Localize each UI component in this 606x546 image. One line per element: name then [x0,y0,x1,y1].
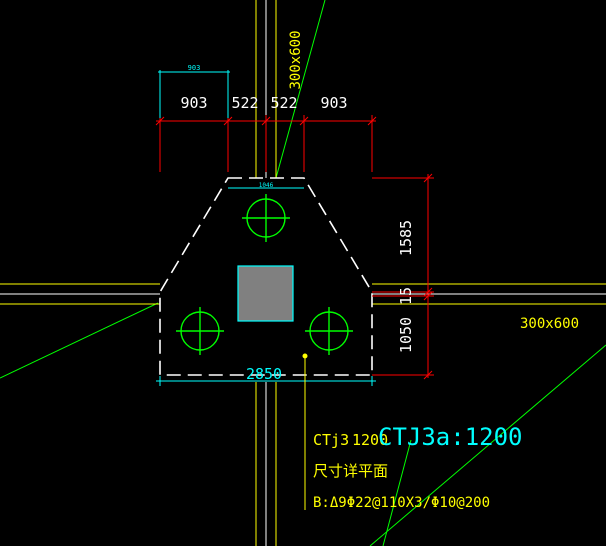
diagonal-line-right [369,344,606,546]
annotation-rebar: B:Δ9Φ22@110X3/Φ10@200 [313,495,490,511]
dim-right-1: 1585 [397,220,415,256]
vertical-beam [255,0,277,546]
dim-right-3: 1050 [397,317,415,353]
annotation-code-prefix: CTj3 [313,431,349,449]
diagonal-line-left [0,302,159,379]
annotation-leader [302,353,308,510]
column [237,265,294,322]
top-dimension-chain [155,115,377,172]
dim-top-small: 903 [188,64,201,72]
right-dimension-chain [372,173,434,380]
pile-cap-outline [159,177,373,376]
dim-bottom: 2850 [246,365,282,383]
annotation-subtitle: 尺寸详平面 [313,462,388,480]
right-dimension-labels: 1585 15 1050 [397,220,415,353]
top-small-dimension [158,70,230,118]
dim-right-2: 15 [397,287,415,305]
dim-top-edge: 1046 [259,182,274,189]
dim-top-4: 903 [320,94,347,112]
beam-label-vertical: 300x600 [288,30,304,89]
pile-right [305,307,353,355]
beam-label-horizontal: 300x600 [520,316,579,332]
dim-top-3: 522 [270,94,297,112]
pile-left [176,307,224,355]
bottom-dimension [156,376,376,386]
horizontal-beam [0,283,606,305]
annotation-code-suffix: 1200 [352,431,388,449]
dim-top-1: 903 [180,94,207,112]
top-dimension-labels: 903 522 522 903 [180,94,347,112]
annotation-title: CTJ3a:1200 [378,423,523,451]
dim-top-2: 522 [231,94,258,112]
diagonal-line-upper [275,0,326,179]
diagonal-line-lower [382,439,412,546]
pile-top [242,194,290,242]
